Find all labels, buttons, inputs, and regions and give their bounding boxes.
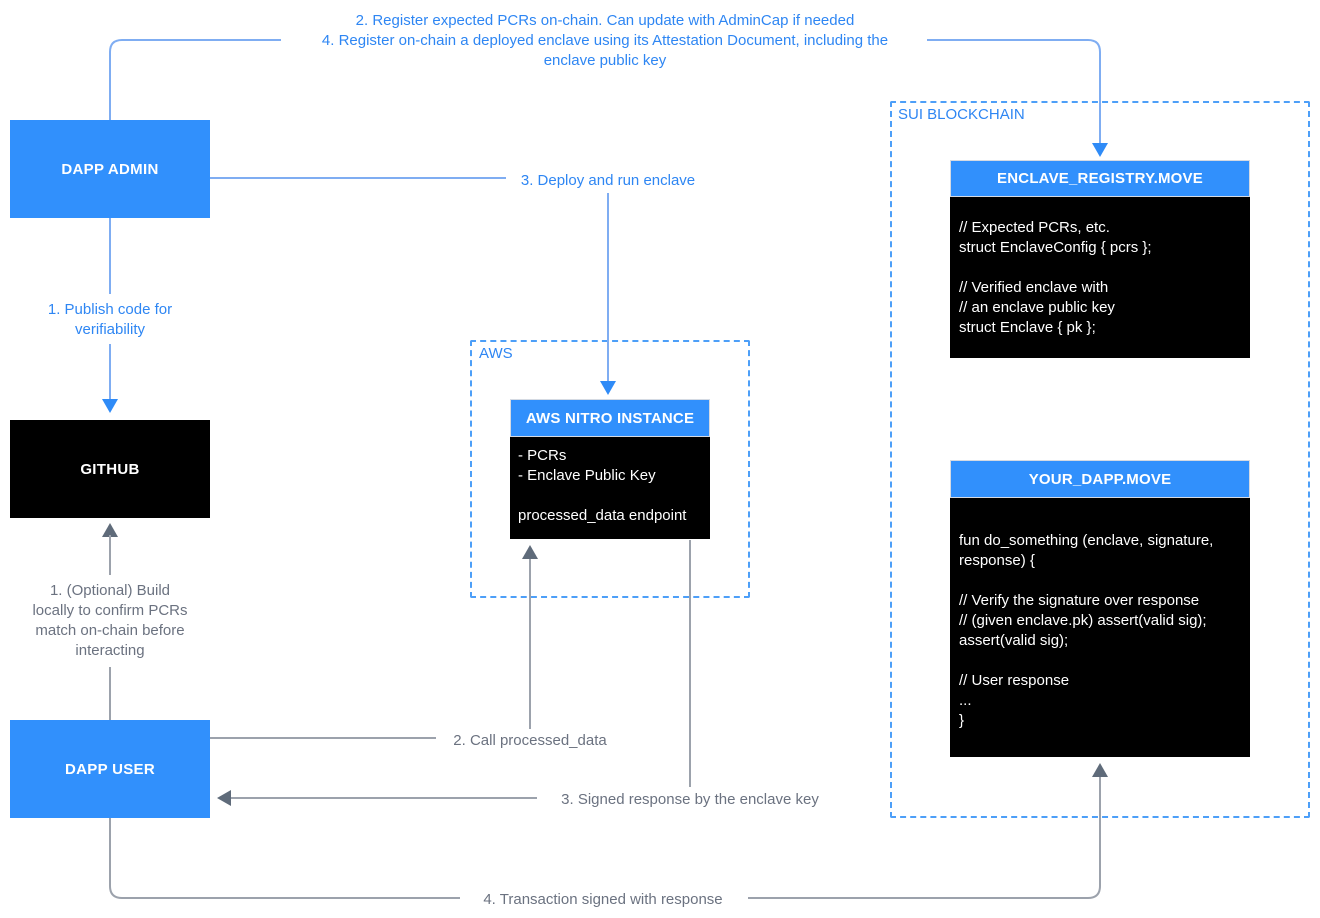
edge-transaction-arrowhead (1092, 763, 1108, 777)
node-dapp-admin-label: DAPP ADMIN (61, 160, 159, 178)
edge-transaction-line-right (748, 775, 1101, 899)
your-dapp-code: fun do_something (enclave, signature, re… (950, 498, 1250, 757)
node-enclave-registry: ENCLAVE_REGISTRY.MOVE // Expected PCRs, … (950, 160, 1250, 358)
sui-blockchain-region-label: SUI BLOCKCHAIN (898, 106, 1025, 123)
edge-label-register-enclave: 4. Register on-chain a deployed enclave … (321, 32, 889, 69)
node-aws-nitro-instance: AWS NITRO INSTANCE - PCRs - Enclave Publ… (510, 399, 710, 539)
node-github: GITHUB (10, 420, 210, 518)
edge-label-call-processed-data: 2. Call processed_data (453, 732, 607, 749)
aws-nitro-body: - PCRs - Enclave Public Key processed_da… (510, 437, 710, 539)
node-github-label: GITHUB (80, 460, 140, 478)
edge-transaction-line-left (109, 818, 460, 899)
edge-optional-build-arrowhead (102, 523, 118, 537)
edge-label-optional-build: 1. (Optional) Build locally to confirm P… (32, 582, 188, 659)
edge-register-arrowhead (1092, 143, 1108, 157)
edge-label-deploy-enclave: 3. Deploy and run enclave (520, 172, 696, 189)
edge-register-line-left (109, 39, 281, 120)
edge-label-transaction-signed: 4. Transaction signed with response (483, 891, 723, 908)
node-your-dapp: YOUR_DAPP.MOVE fun do_something (enclave… (950, 460, 1250, 757)
node-dapp-admin: DAPP ADMIN (10, 120, 210, 218)
aws-region-label: AWS (479, 345, 513, 362)
edge-label-register-pcrs: 2. Register expected PCRs on-chain. Can … (355, 12, 855, 29)
aws-nitro-title: AWS NITRO INSTANCE (510, 399, 710, 437)
edge-deploy-arrowhead (600, 381, 616, 395)
edge-label-signed-response: 3. Signed response by the enclave key (561, 791, 819, 808)
edge-call-arrowhead (522, 545, 538, 559)
your-dapp-title: YOUR_DAPP.MOVE (950, 460, 1250, 498)
edge-register-line-right (927, 39, 1101, 145)
enclave-registry-code: // Expected PCRs, etc. struct EnclaveCon… (950, 197, 1250, 358)
edge-signed-arrowhead (217, 790, 231, 806)
edge-publish-arrowhead (102, 399, 118, 413)
enclave-registry-title: ENCLAVE_REGISTRY.MOVE (950, 160, 1250, 197)
edge-label-publish-code: 1. Publish code for verifiability (47, 301, 173, 338)
node-dapp-user-label: DAPP USER (65, 760, 155, 778)
aws-region (470, 340, 750, 598)
node-dapp-user: DAPP USER (10, 720, 210, 818)
